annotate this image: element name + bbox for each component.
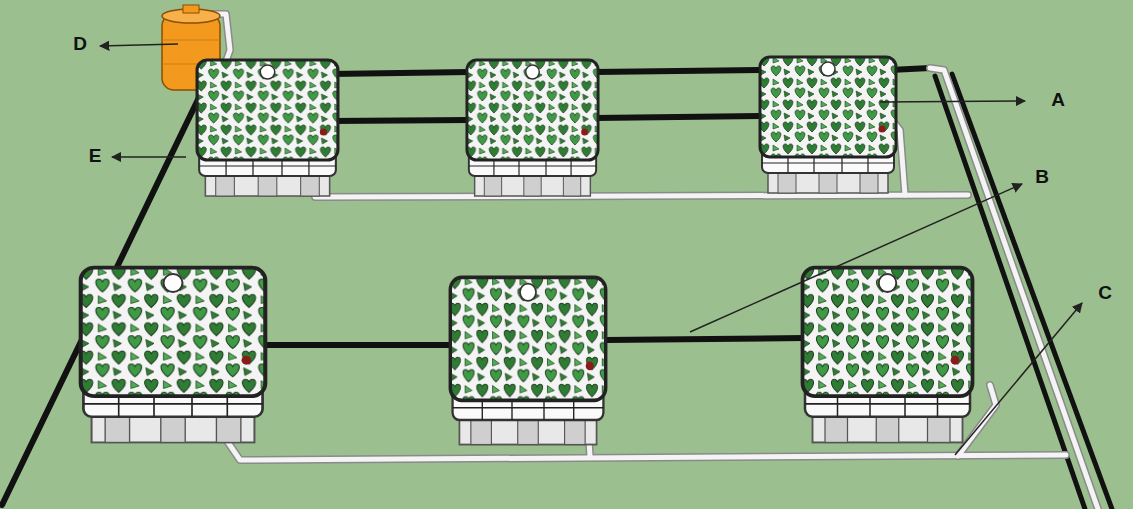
callout-letter: E <box>89 145 102 167</box>
callout-letter: D <box>73 33 87 55</box>
leader-line <box>880 101 1025 102</box>
grow-tank <box>467 60 598 196</box>
grow-tank <box>450 277 605 444</box>
black-pipe <box>330 120 470 121</box>
leader-line <box>690 184 1022 332</box>
grow-tank <box>197 60 338 196</box>
black-pipe <box>605 338 805 340</box>
black-pipe <box>595 116 760 118</box>
black-pipe <box>330 72 470 74</box>
black-pipe <box>952 74 1112 509</box>
grow-tank <box>803 268 973 443</box>
grow-tank <box>760 57 896 193</box>
leader-line <box>100 44 178 46</box>
leader-line <box>112 156 186 158</box>
header-tank-cap <box>183 5 199 13</box>
black-pipe <box>595 70 760 72</box>
callout-letter: C <box>1098 282 1112 304</box>
grow-tank <box>81 268 266 443</box>
callout-letter: A <box>1051 89 1065 111</box>
callout-letter: B <box>1035 166 1049 188</box>
white-pipes <box>180 14 1098 509</box>
leader-lines <box>100 44 1082 455</box>
black-pipe <box>262 342 455 348</box>
leader-line <box>955 303 1082 455</box>
